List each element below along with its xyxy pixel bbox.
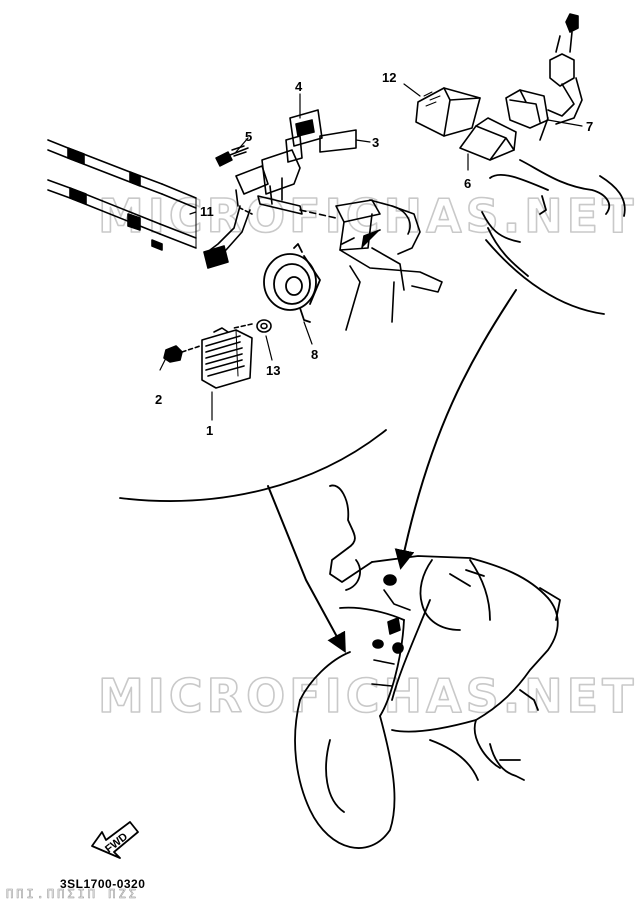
callout-3: 3 [372,135,379,150]
callout-2: 2 [155,392,162,407]
relay-parts-12-6-7 [415,13,583,161]
callout-13: 13 [266,363,280,378]
detail-boundary-curve [119,429,387,502]
watermark-bottom: MICROFICHAS.NET [98,669,637,723]
scooter-outline [294,484,561,849]
body-contour-upper [481,159,626,315]
part-code: 3SL1700-0320 [60,877,145,891]
leader-arrow-left [267,485,346,654]
callout-4: 4 [295,79,303,94]
callout-8: 8 [311,347,318,362]
callout-7: 7 [586,119,593,134]
screw-part-5 [215,145,249,167]
leader-arrow-right [394,289,517,570]
callout-11: 11 [200,204,214,219]
fwd-direction-arrow: FWD [91,821,139,859]
callout-1: 1 [206,423,213,438]
callout-5: 5 [245,129,252,144]
regulator-part-1 [201,327,253,389]
frame-bracket [299,199,443,331]
cable-assembly-part-11 [47,139,197,251]
callout-leaders [159,83,583,421]
bolt-part-2 [163,345,201,363]
ignition-switch-part-4-3 [203,109,357,269]
callout-6: 6 [464,176,471,191]
horn-part-8 [263,243,321,323]
component-location-markers [371,574,411,687]
callout-12: 12 [382,70,396,85]
footer-faint-text: ΠΠΙ.ΠΠΣΙΠ ΠΖΣ [6,887,139,900]
washer-part-13 [233,319,272,333]
